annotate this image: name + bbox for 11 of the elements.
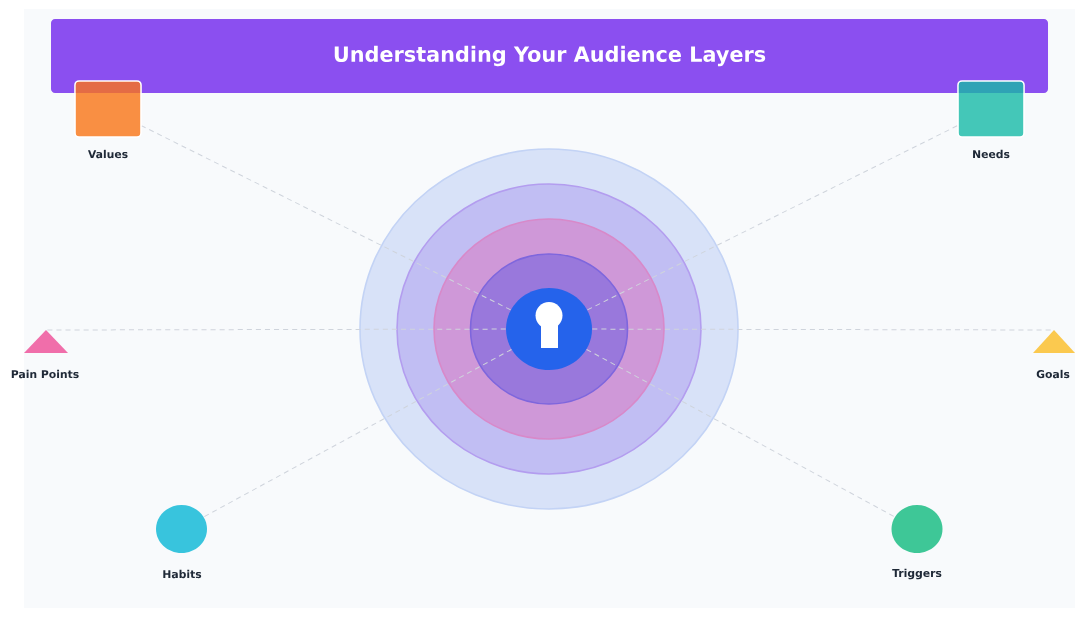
node-label: Values <box>87 149 128 159</box>
node-label: Triggers <box>892 568 942 580</box>
node-label: Goals <box>1036 369 1070 379</box>
node-label: Habits <box>163 569 202 579</box>
dashed-connector <box>203 348 512 518</box>
node-label: Pain Points <box>11 369 79 379</box>
dashed-connector <box>586 125 958 311</box>
dashed-connector <box>586 348 896 518</box>
title-bar: Understanding Your Audience Layers <box>51 19 1048 93</box>
dashed-connector <box>141 125 512 311</box>
node-label: Needs <box>973 149 1010 159</box>
